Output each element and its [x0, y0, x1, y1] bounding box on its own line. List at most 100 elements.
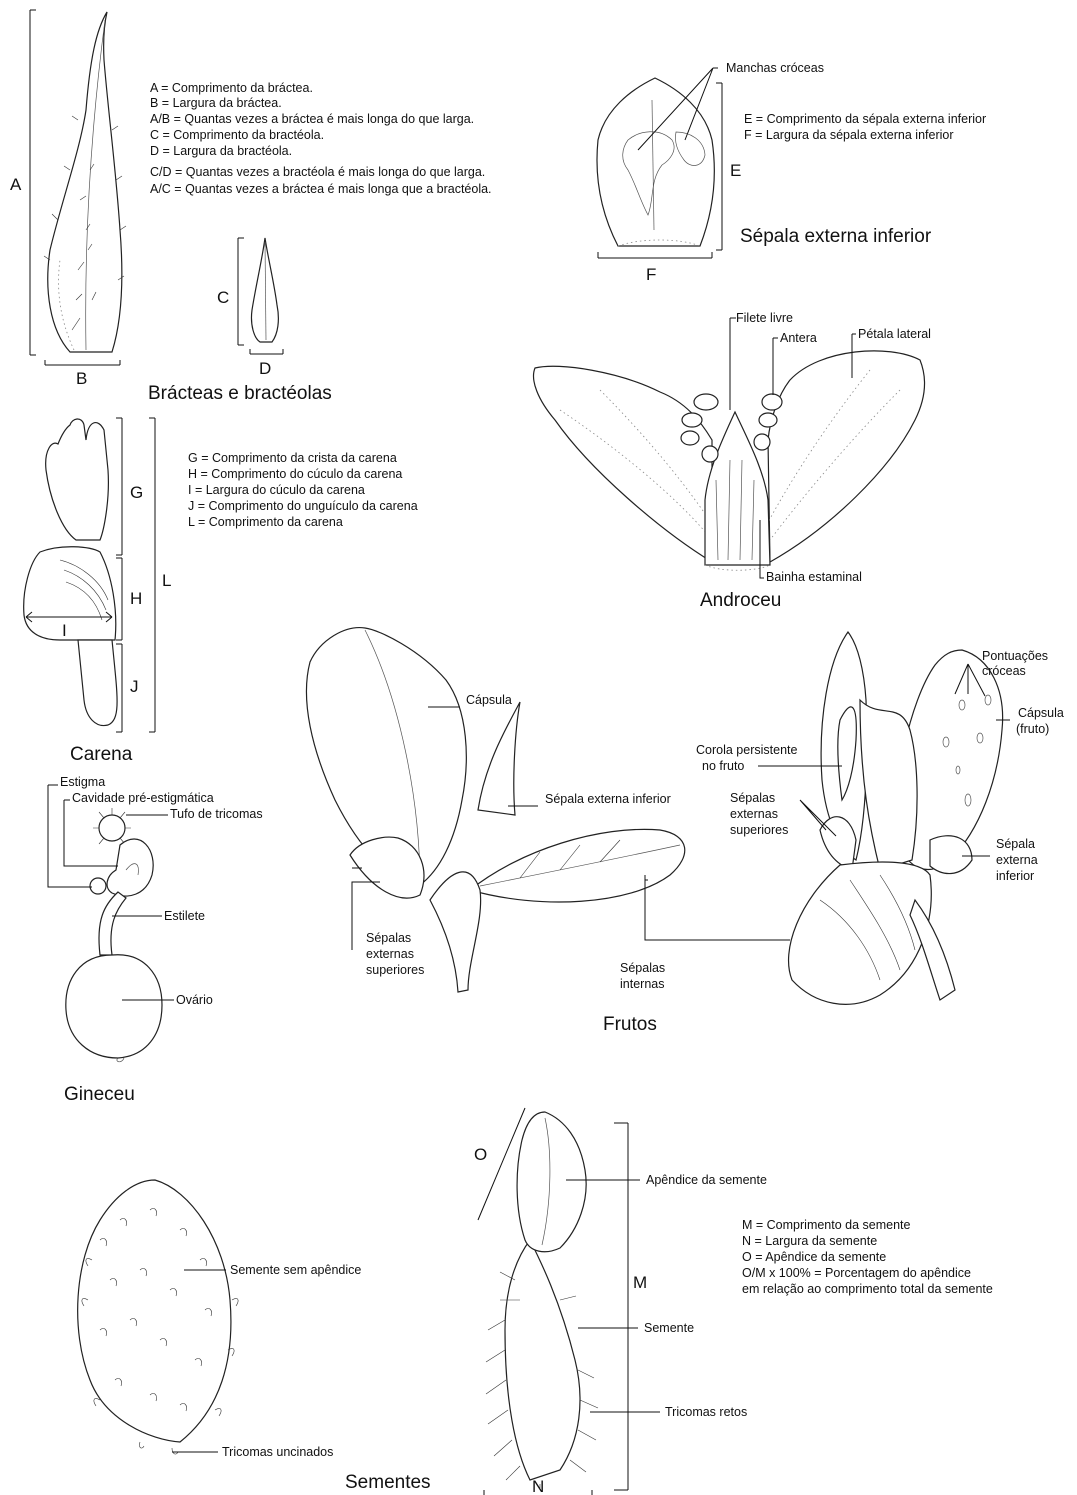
- label-sepalas-ext-sup-r-3: superiores: [730, 823, 788, 837]
- dimension-D: D: [250, 349, 283, 378]
- dimension-F: F: [598, 252, 712, 284]
- label-estilete: Estilete: [164, 909, 205, 923]
- svg-text:G = Comprimento da crista da c: G = Comprimento da crista da carena: [188, 451, 397, 465]
- label-sepala-ext-inf-r-3: inferior: [996, 869, 1034, 883]
- label-tricomas-uncinados: Tricomas uncinados: [222, 1445, 333, 1459]
- label-pontuacoes-2: cróceas: [982, 664, 1026, 678]
- bracteas-title: Brácteas e bractéolas: [148, 383, 332, 404]
- label-L: L: [162, 571, 171, 590]
- carena-legend: G = Comprimento da crista da carena H = …: [188, 451, 418, 529]
- svg-text:B = Largura da bráctea.: B = Largura da bráctea.: [150, 96, 282, 110]
- label-sepalas-ext-sup-1: Sépalas: [366, 931, 411, 945]
- label-sepala-ext-inf-left: Sépala externa inferior: [545, 792, 671, 806]
- label-A: A: [10, 175, 22, 194]
- retos-callout: Tricomas retos: [590, 1405, 747, 1419]
- svg-text:em relação ao comprimento tota: em relação ao comprimento total da semen…: [742, 1282, 993, 1296]
- dimension-E: E: [716, 83, 741, 250]
- apendice-callout: Apêndice da semente: [566, 1173, 767, 1187]
- dimension-M: M: [614, 1123, 647, 1490]
- label-apendice-semente: Apêndice da semente: [646, 1173, 767, 1187]
- semente-sem-apendice-drawing: [78, 1180, 238, 1454]
- dimension-A: A: [10, 10, 36, 355]
- label-B: B: [76, 369, 87, 388]
- label-sepalas-internas-1: Sépalas: [620, 961, 665, 975]
- svg-text:C = Comprimento da bractéola.: C = Comprimento da bractéola.: [150, 128, 324, 142]
- bracteola-drawing: [251, 238, 278, 342]
- androceu-title: Androceu: [700, 590, 781, 611]
- dimension-N: N: [484, 1477, 592, 1495]
- label-estigma: Estigma: [60, 775, 105, 789]
- svg-text:O = Apêndice da semente: O = Apêndice da semente: [742, 1250, 886, 1264]
- label-E: E: [730, 161, 741, 180]
- androceu-drawing: [534, 351, 925, 570]
- sementes-title: Sementes: [345, 1472, 431, 1493]
- label-tricomas-retos: Tricomas retos: [665, 1405, 747, 1419]
- label-F: F: [646, 265, 656, 284]
- dimension-B: B: [45, 360, 120, 388]
- label-bainha-estaminal: Bainha estaminal: [766, 570, 862, 584]
- sepalas-internas-callout: Sépalas internas: [620, 875, 790, 991]
- label-filete-livre: Filete livre: [736, 311, 793, 325]
- svg-text:O/M x 100% = Porcentagem do ap: O/M x 100% = Porcentagem do apêndice: [742, 1266, 971, 1280]
- semente-com-apendice-drawing: [486, 1112, 598, 1488]
- label-sepalas-ext-sup-3: superiores: [366, 963, 424, 977]
- dimension-L: L: [149, 418, 171, 732]
- label-G: G: [130, 483, 143, 502]
- capsula-fruto-callout: Cápsula (fruto): [996, 706, 1064, 736]
- sepala-legend: E = Comprimento da sépala externa inferi…: [744, 112, 986, 142]
- svg-text:I = Largura do cúculo da caren: I = Largura do cúculo da carena: [188, 483, 365, 497]
- label-ovario: Ovário: [176, 993, 213, 1007]
- svg-text:A/B = Quantas vezes a bráctea: A/B = Quantas vezes a bráctea é mais lon…: [150, 112, 474, 126]
- dimension-C: C: [217, 238, 244, 345]
- label-cavidade: Cavidade pré-estigmática: [72, 791, 214, 805]
- label-sepalas-ext-sup-2: externas: [366, 947, 414, 961]
- gineceu-drawing: [66, 808, 162, 1062]
- label-I: I: [62, 621, 67, 640]
- svg-text:H = Comprimento do cúculo da c: H = Comprimento do cúculo da carena: [188, 467, 402, 481]
- carena-drawing: [24, 419, 117, 726]
- label-sepalas-ext-sup-r-2: externas: [730, 807, 778, 821]
- label-sepala-ext-inf-r-1: Sépala: [996, 837, 1035, 851]
- fruto-right-drawing: [789, 632, 1003, 1004]
- label-pontuacoes-1: Pontuações: [982, 649, 1048, 663]
- frutos-title: Frutos: [603, 1014, 657, 1035]
- label-petala-lateral: Pétala lateral: [858, 327, 931, 341]
- label-capsula-fruto-2: (fruto): [1016, 722, 1049, 736]
- label-corola-1: Corola persistente: [696, 743, 797, 757]
- svg-text:C/D = Quantas vezes a bractéol: C/D = Quantas vezes a bractéola é mais l…: [150, 165, 485, 179]
- label-J: J: [130, 677, 139, 696]
- carena-title: Carena: [70, 744, 133, 765]
- corola-callout: Corola persistente no fruto: [696, 743, 842, 773]
- svg-text:M = Comprimento da semente: M = Comprimento da semente: [742, 1218, 911, 1232]
- sementes-legend: M = Comprimento da semente N = Largura d…: [742, 1218, 993, 1296]
- label-D: D: [259, 359, 271, 378]
- label-antera: Antera: [780, 331, 817, 345]
- label-corola-2: no fruto: [702, 759, 744, 773]
- dimension-G: G: [116, 418, 143, 555]
- uncinados-callout: Tricomas uncinados: [172, 1445, 333, 1459]
- label-semente-sem-apendice: Semente sem apêndice: [230, 1263, 361, 1277]
- svg-text:A = Comprimento da bráctea.: A = Comprimento da bráctea.: [150, 81, 313, 95]
- svg-text:F = Largura da sépala externa: F = Largura da sépala externa inferior: [744, 128, 954, 142]
- svg-text:L = Comprimento da carena: L = Comprimento da carena: [188, 515, 343, 529]
- gineceu-title: Gineceu: [64, 1084, 135, 1105]
- label-tufo: Tufo de tricomas: [170, 807, 263, 821]
- label-N: N: [532, 1477, 544, 1495]
- dimension-H: H: [116, 558, 142, 640]
- bracteas-legend: A = Comprimento da bráctea. B = Largura …: [150, 81, 492, 196]
- sepala-ext-inf-callout-left: Sépala externa inferior: [508, 792, 671, 806]
- label-M: M: [633, 1273, 647, 1292]
- label-manchas-croceas: Manchas cróceas: [726, 61, 824, 75]
- dimension-J: J: [116, 644, 139, 732]
- semente-callout: Semente: [578, 1321, 694, 1335]
- fruto-left-drawing: [306, 628, 684, 992]
- label-capsula-fruto-1: Cápsula: [1018, 706, 1064, 720]
- label-sepala-ext-inf-r-2: externa: [996, 853, 1038, 867]
- sepala-ext-inf-callout-right: Sépala externa inferior: [962, 837, 1038, 883]
- svg-text:E = Comprimento da sépala exte: E = Comprimento da sépala externa inferi…: [744, 112, 986, 126]
- estilete-callout: Estilete: [112, 909, 205, 923]
- sepala-title: Sépala externa inferior: [740, 226, 932, 247]
- svg-text:N = Largura da semente: N = Largura da semente: [742, 1234, 877, 1248]
- label-H: H: [130, 589, 142, 608]
